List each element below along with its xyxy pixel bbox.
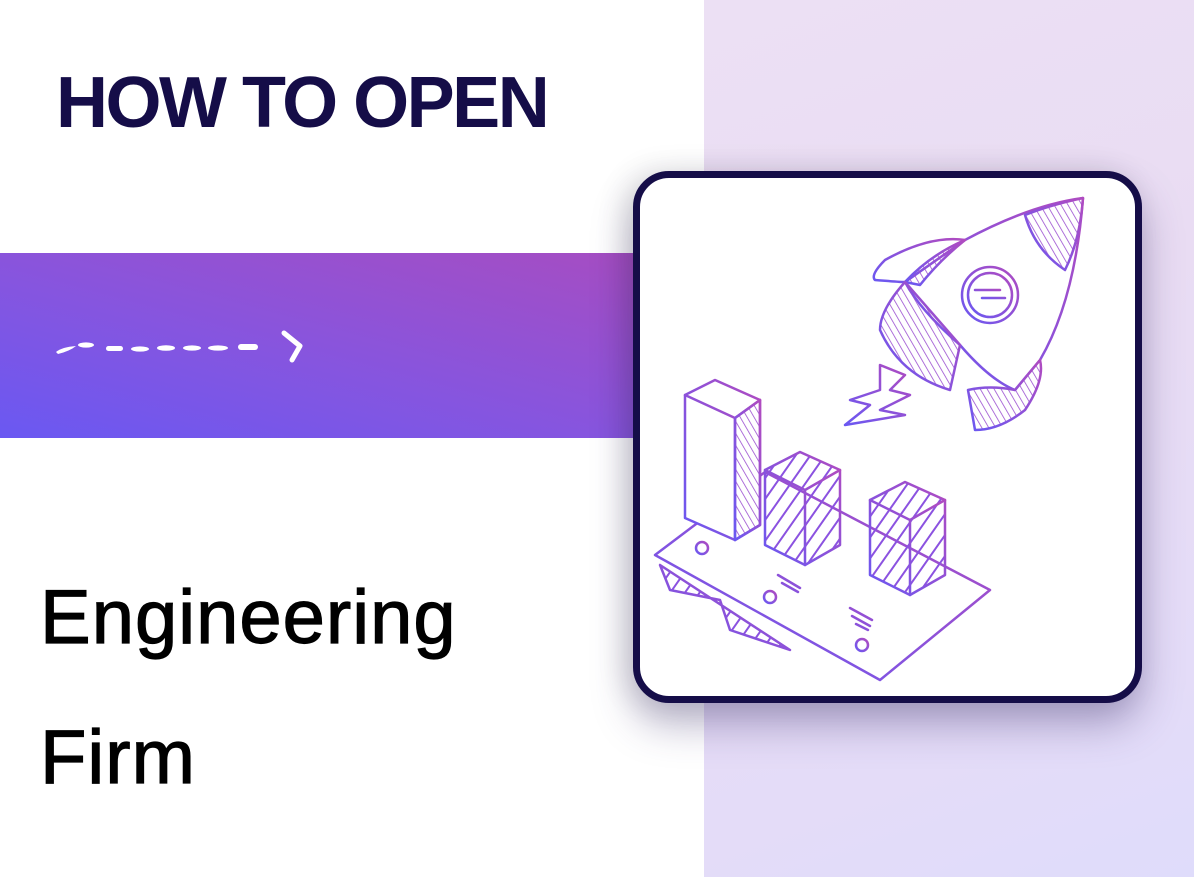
illustration-card [633, 171, 1142, 703]
title-line-1: Engineering [39, 574, 457, 660]
rocket-bar-chart-illustration [653, 196, 1085, 682]
page-title-subject: Engineering Firm [39, 548, 457, 828]
dashed-arrow-right-icon [56, 330, 303, 363]
accent-band [0, 253, 640, 438]
rocket-icon [843, 196, 1085, 432]
page-title-how-to-open: HOW TO OPEN [56, 63, 550, 143]
title-line-2: Firm [39, 714, 196, 800]
